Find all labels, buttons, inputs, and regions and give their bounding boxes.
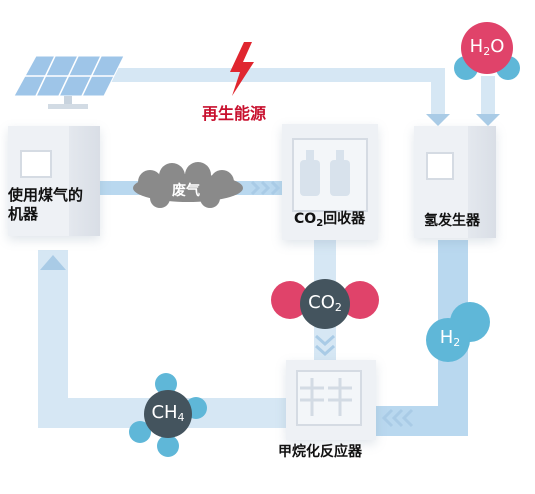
ch4-formula: CH4 — [147, 402, 189, 424]
machine-side — [68, 126, 100, 236]
co2-chevrons — [315, 334, 335, 357]
machine-window — [20, 150, 52, 178]
exhaust-label: 废气 — [172, 183, 200, 199]
ch4-sub: 4 — [177, 411, 185, 424]
co2-formula: CO2 — [302, 292, 348, 314]
co2-collector-prefix: CO — [294, 211, 317, 227]
co2-molecule — [271, 279, 379, 329]
h2o-sub: 2 — [483, 45, 491, 58]
collector-window — [292, 138, 368, 212]
h2-base: H — [439, 327, 454, 348]
co2-bottles — [300, 150, 350, 196]
hydrogen-generator-block — [414, 126, 496, 238]
reactor-internals — [300, 378, 352, 416]
coal-machine-label: 使用煤气的 机器 — [8, 186, 83, 224]
coal-gas-machine-block — [8, 126, 100, 236]
reactor-window — [296, 370, 362, 426]
ch4-pipe-left — [38, 250, 68, 428]
co2-base: CO — [308, 292, 335, 313]
generator-side — [468, 126, 496, 238]
water-arrow — [476, 114, 500, 126]
methanation-reactor-block — [286, 360, 376, 440]
h2o-formula: H2O — [465, 36, 509, 58]
exhaust-cloud — [133, 162, 243, 208]
co2-collector-suffix: 回收器 — [323, 211, 366, 227]
ch4-molecule — [129, 373, 207, 457]
generator-window — [426, 152, 454, 180]
h2o-base: H — [469, 36, 484, 57]
renewable-energy-label: 再生能源 — [202, 104, 267, 123]
ch4-base: CH — [151, 402, 178, 423]
h2-formula: H2 — [436, 327, 464, 349]
h2-molecule — [426, 302, 490, 362]
coal-machine-label-line1: 使用煤气的 — [8, 186, 84, 204]
solar-panel-icon — [13, 55, 125, 109]
h2-sub: 2 — [453, 336, 461, 349]
energy-arrow — [426, 114, 450, 126]
co2-sub: 2 — [334, 301, 342, 314]
methanation-reactor-label: 甲烷化反应器 — [278, 444, 362, 460]
h2-chevrons — [381, 408, 414, 428]
energy-pipe-top — [95, 68, 445, 82]
h2o-molecule — [454, 22, 520, 80]
exhaust-chevrons — [250, 180, 281, 196]
co2-collector-label: CO2回收器 — [294, 210, 365, 233]
lightning-icon — [230, 42, 254, 96]
coal-machine-label-line2: 机器 — [8, 205, 39, 223]
energy-pipe-down — [431, 68, 445, 118]
h2o-tail: O — [490, 36, 505, 57]
hydrogen-generator-label: 氢发生器 — [424, 213, 480, 229]
return-up-arrow — [40, 255, 66, 270]
co2-collector-sub: 2 — [316, 218, 324, 229]
water-pipe-down — [481, 76, 495, 118]
